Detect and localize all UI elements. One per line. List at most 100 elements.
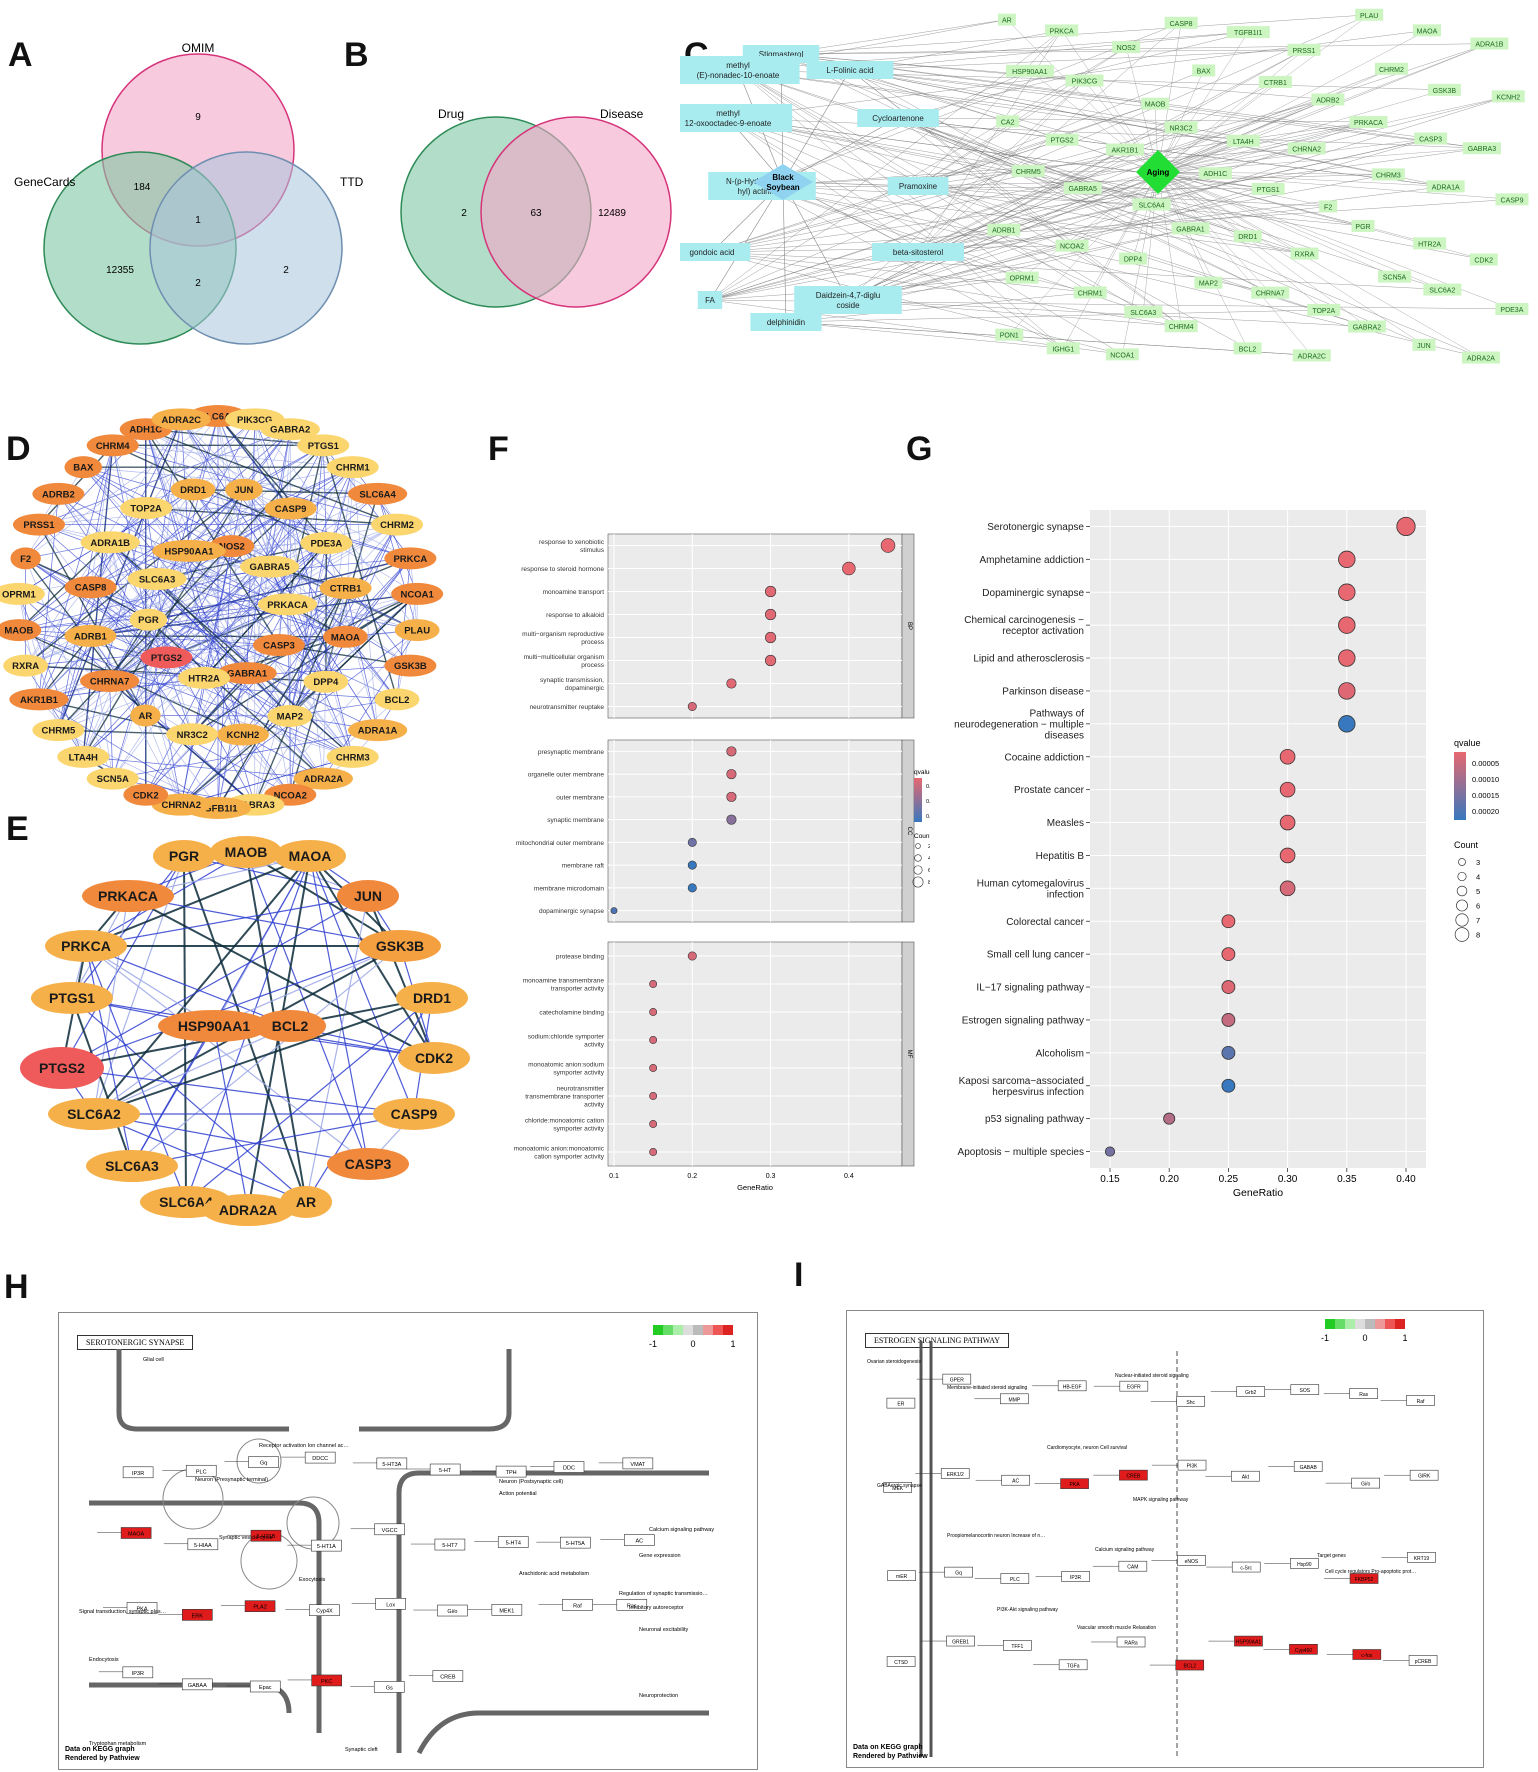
gene-node-adra1b: ADRA1B [1470, 37, 1509, 50]
kegg-h-label-signal-transduction-synaptic-p: Signal transduction, synaptic plas… [79, 1609, 166, 1615]
kegg-i-box-label: ER [897, 1402, 904, 1408]
kegg-x-tick: 0.15 [1100, 1174, 1120, 1185]
network-e-edge [127, 895, 435, 1059]
ppi-node-bcl2: BCL2 [374, 688, 420, 711]
network-d-edge [156, 578, 346, 638]
kegg-i-box-mek [883, 1482, 913, 1493]
kegg-h-box-ras [616, 1599, 648, 1611]
gene-node-oprm1: OPRM1 [1005, 271, 1039, 284]
kegg-h-postsynaptic-membrane [396, 1470, 709, 1753]
kegg-point-human-cytomegalovirus-infection [1279, 880, 1296, 897]
network-c-edge [1157, 81, 1276, 173]
go-legend-count-swatch [913, 865, 923, 875]
gene-node-hsp90aa1: HSP90AA1 [1005, 64, 1054, 77]
network-c-edge [1157, 171, 1312, 356]
svg-text:DPP4: DPP4 [313, 677, 339, 688]
kegg-h-label-action-potential: Action potential [499, 1491, 537, 1497]
gene-node-pde3a: PDE3A [1495, 302, 1529, 315]
svg-text:JUN: JUN [1417, 343, 1431, 350]
kegg-x-tick: 0.35 [1337, 1174, 1357, 1185]
svg-text:SLC6A4: SLC6A4 [359, 489, 396, 500]
svg-text:PGR: PGR [1355, 224, 1370, 231]
go-legend-count-title: Count [914, 833, 930, 840]
network-e-edge [93, 1113, 307, 1203]
kegg-i-box-ras [1349, 1388, 1378, 1399]
ppi-node-adra1b: ADRA1B [80, 531, 140, 554]
go-term-label: multi−organism reproductive [522, 631, 604, 638]
network-c-edge [1157, 171, 1443, 290]
go-point-response-to-steroid-hormone [842, 561, 856, 576]
go-term-label: neurotransmitter reuptake [530, 704, 605, 711]
go-term-label: transmembrane transporter [525, 1094, 605, 1101]
venn-a-genecards-label: GeneCards [14, 175, 75, 189]
kegg-h-box-label: 5-HIAA [194, 1543, 212, 1549]
kegg-i-box-label: TFF1 [1011, 1644, 1023, 1650]
gene-node-gabra3: GABRA3 [1462, 142, 1501, 155]
network-d-edge [18, 541, 111, 631]
svg-text:CHRM1: CHRM1 [1078, 290, 1103, 297]
compound-label: beta-sitosterol [893, 248, 943, 257]
network-d-edge [242, 587, 346, 735]
kegg-term-label: Lipid and atherosclerosis [973, 654, 1084, 665]
kegg-h-box-epac [249, 1680, 281, 1693]
kegg-i-box-er [886, 1397, 916, 1409]
svg-text:NOS2: NOS2 [1117, 45, 1136, 52]
svg-text:GABRA3: GABRA3 [1468, 146, 1497, 153]
go-term-label: activity [584, 1042, 605, 1049]
gene-node-casp3: CASP3 [1414, 132, 1448, 145]
network-c-edge [897, 117, 1248, 237]
network-d-edge [146, 507, 398, 526]
kegg-i-box-label: Hsp90 [1297, 1562, 1312, 1568]
kegg-term-label: Prostate cancer [1014, 785, 1085, 796]
ppi-node-hsp90aa1: HSP90AA1 [152, 539, 226, 562]
venn-b-disease-circle [480, 116, 672, 308]
svg-text:TGFB1I1: TGFB1I1 [1234, 30, 1263, 37]
compound-node-l-folinic-acid: L-Folinic acid [806, 61, 894, 79]
ppi-node-gabra2: GABRA2 [260, 418, 320, 441]
svg-text:AR: AR [139, 711, 153, 722]
kegg-point-colorectal-cancer [1221, 914, 1236, 929]
gene-node-maob: MAOB [1141, 97, 1170, 110]
kegg-i-scale-cell [1325, 1319, 1335, 1329]
ppi-node-jun: JUN [225, 478, 263, 501]
ppi-node-chrna7: CHRNA7 [80, 669, 140, 692]
network-c-edge [897, 117, 1182, 327]
network-c-edge [711, 251, 1182, 327]
network-e-edge [93, 1025, 291, 1115]
svg-text:MAOB: MAOB [225, 844, 268, 860]
panel-label-h: H [4, 1268, 29, 1306]
network-d-edge [18, 566, 270, 631]
network-c-edge [847, 96, 1509, 301]
kegg-i-box-label: PLC [1010, 1577, 1020, 1583]
go-point-monoatomic-anion-sodium-symporter-activity [649, 1064, 658, 1072]
ppi-node-adra2c: ADRA2C [151, 408, 211, 431]
gene-node-kcnh2: KCNH2 [1491, 90, 1525, 103]
network-c-edge [785, 309, 1324, 323]
svg-text:PDE3A: PDE3A [1500, 307, 1523, 314]
kegg-point-cocaine-addiction [1279, 748, 1296, 765]
kegg-i-label-mapk-signaling-pathway: MAPK signaling pathway [1133, 1497, 1189, 1503]
ppi-node-chrm3: CHRM3 [326, 745, 379, 768]
svg-text:NR3C2: NR3C2 [1170, 125, 1193, 132]
svg-text:CTRB1: CTRB1 [1264, 80, 1287, 87]
ppi-node-drd1: DRD1 [170, 478, 216, 501]
kegg-i-box-mer [887, 1570, 916, 1581]
network-e-edge [245, 851, 401, 947]
gene-node-ptgs1: PTGS1 [1251, 182, 1285, 195]
go-term-label: membrane raft [562, 863, 604, 870]
go-legend-count-swatch [912, 876, 924, 888]
ppi-node-top2a: TOP2A [120, 496, 173, 519]
network-c-edge [1084, 80, 1159, 173]
kegg-term-label: herpesvirus infection [992, 1087, 1084, 1098]
go-term-label: multi−multicellular organism [524, 654, 604, 661]
kegg-i-box-label: GIRK [1418, 1474, 1431, 1480]
svg-text:CDK2: CDK2 [1474, 258, 1493, 265]
svg-text:BCL2: BCL2 [272, 1018, 309, 1034]
gene-node-nos2: NOS2 [1112, 41, 1141, 54]
svg-text:PTGS2: PTGS2 [1051, 138, 1074, 145]
svg-text:CDK2: CDK2 [415, 1050, 453, 1066]
kegg-i-scale-cell [1355, 1319, 1365, 1329]
kegg-i-label-cardiomyocyte-neuron-cell-surv: Cardiomyocyte, neuron Cell survival [1047, 1445, 1127, 1451]
svg-text:SLC6A2: SLC6A2 [67, 1106, 121, 1122]
